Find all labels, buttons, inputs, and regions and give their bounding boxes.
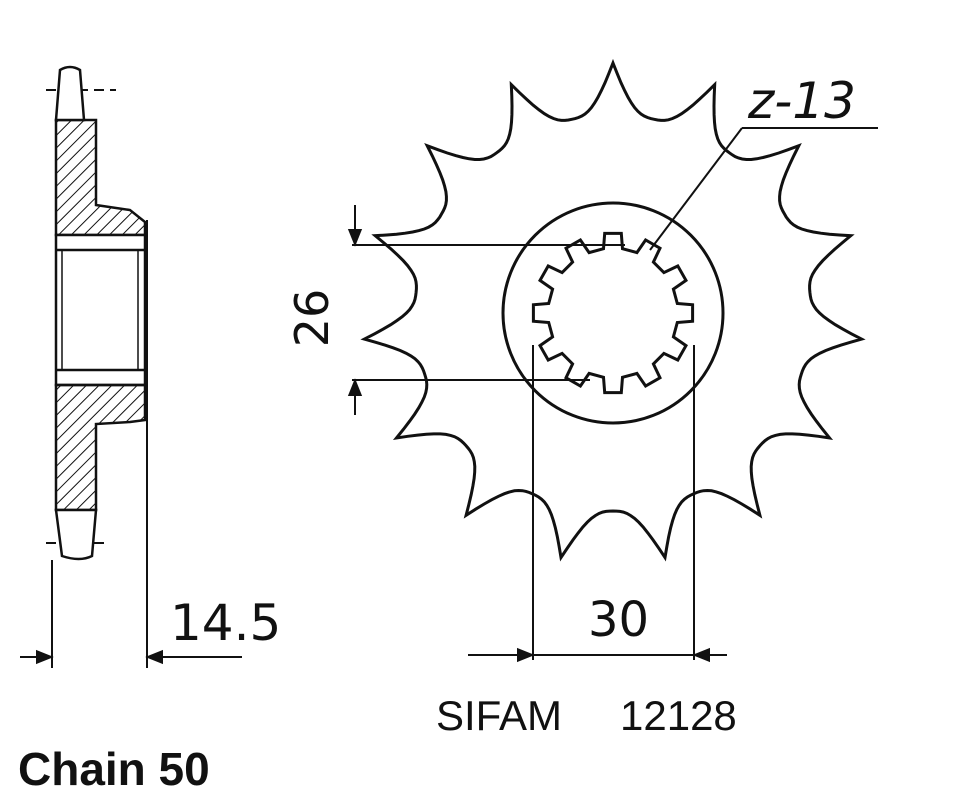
hub-diameter-label: 30 (588, 592, 649, 648)
hub-circle (501, 201, 725, 425)
web-bottom-hatched (54, 383, 147, 512)
web-top-hatched (54, 118, 147, 237)
chain-label: Chain 50 (18, 743, 210, 795)
teeth-leader-line (649, 127, 743, 251)
part-number-label: 12128 (620, 692, 737, 739)
front-view (347, 58, 878, 663)
teeth-count-label: z-13 (747, 72, 856, 130)
width-label: 14.5 (170, 594, 281, 652)
brand-label: SIFAM (436, 692, 562, 739)
bore (54, 233, 147, 387)
inner-spline-profile (531, 231, 695, 395)
side-section-view (20, 65, 242, 668)
spline-diameter-label: 26 (285, 289, 339, 348)
